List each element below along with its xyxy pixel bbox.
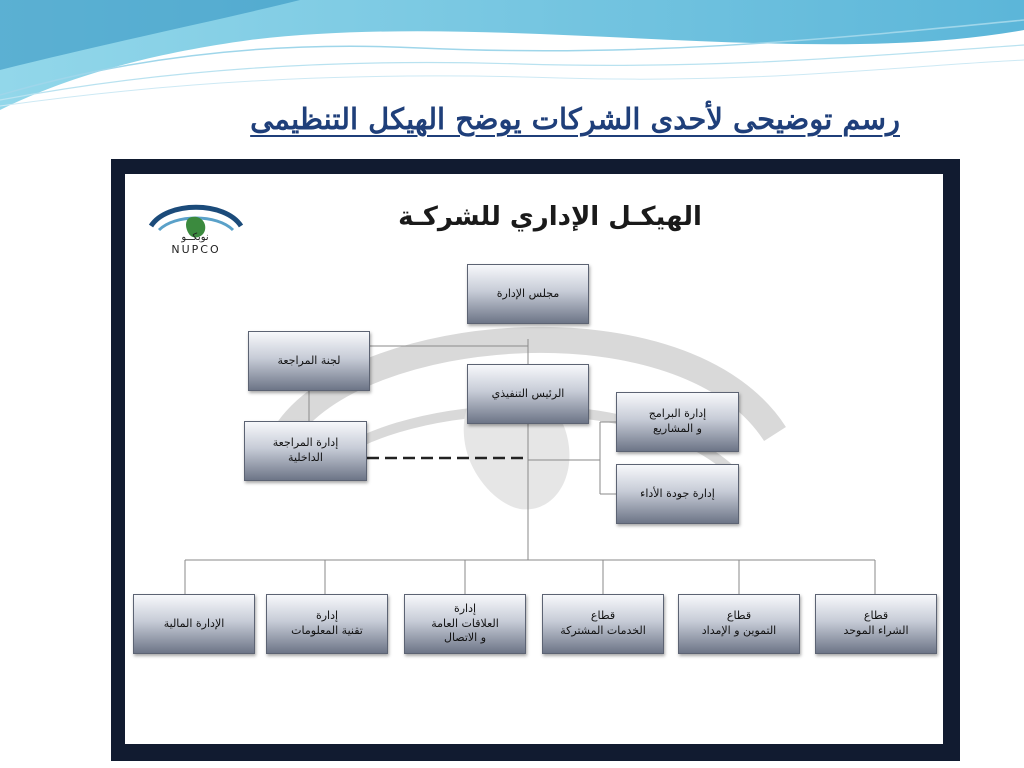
org-chart-frame: نوبكــو NUPCO الهيكـل الإداري للشركـة <box>111 159 960 761</box>
header-waves <box>0 0 1024 110</box>
box-finance: الإدارة المالية <box>133 594 255 654</box>
box-ceo: الرئيس التنفيذي <box>467 364 589 424</box>
box-audit-committee: لجنة المراجعة <box>248 331 370 391</box>
logo-english-text: NUPCO <box>171 243 221 256</box>
box-programs: إدارة البرامج و المشاريع <box>616 392 739 452</box>
box-performance-quality: إدارة جودة الأداء <box>616 464 739 524</box>
nupco-logo <box>148 204 244 238</box>
box-supply: قطاع التموين و الإمداد <box>678 594 800 654</box>
box-internal-audit: إدارة المراجعة الداخلية <box>244 421 367 481</box>
logo-arabic-text: نوبكــو <box>181 232 209 243</box>
org-chart-canvas: نوبكــو NUPCO الهيكـل الإداري للشركـة <box>125 174 943 744</box>
box-shared-services: قطاع الخدمات المشتركة <box>542 594 664 654</box>
slide-title: رسم توضيحى لأحدى الشركات يوضح الهيكل الت… <box>250 102 900 136</box>
box-public-relations: إدارة العلاقات العامة و الاتصال <box>404 594 526 654</box>
box-procurement: قطاع الشراء الموحد <box>815 594 937 654</box>
box-board: مجلس الإدارة <box>467 264 589 324</box>
chart-title: الهيكـل الإداري للشركـة <box>398 202 702 232</box>
box-it: إدارة تقنية المعلومات <box>266 594 388 654</box>
